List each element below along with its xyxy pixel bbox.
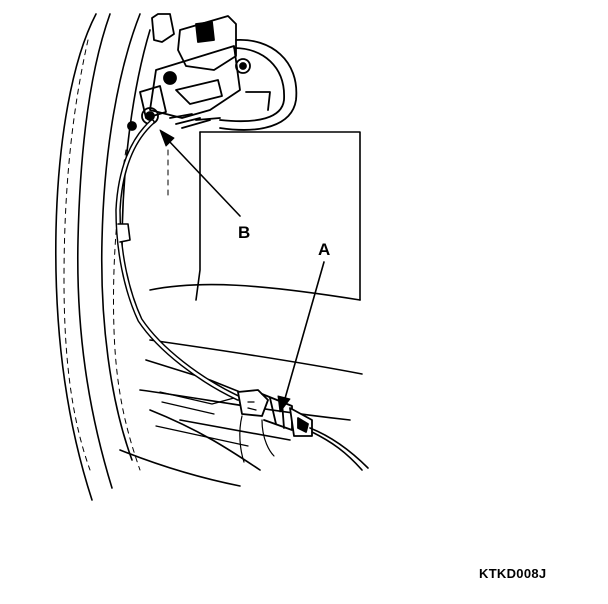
wire-harness: [115, 119, 241, 401]
figure-code: KTKD008J: [479, 566, 547, 581]
leader-b: [167, 139, 241, 217]
upper-bracket: [127, 13, 298, 131]
leader-lines: [159, 129, 325, 413]
leader-a: [283, 261, 325, 403]
connector-a: [237, 389, 369, 471]
door-panel-edges: [54, 13, 151, 501]
callout-label-a: A: [318, 240, 331, 259]
inner-panel: [119, 131, 363, 487]
callout-label-b: B: [238, 223, 251, 242]
arrowhead-b: [159, 129, 175, 147]
lower-trim: [155, 391, 249, 447]
arrowhead-a: [277, 395, 291, 413]
